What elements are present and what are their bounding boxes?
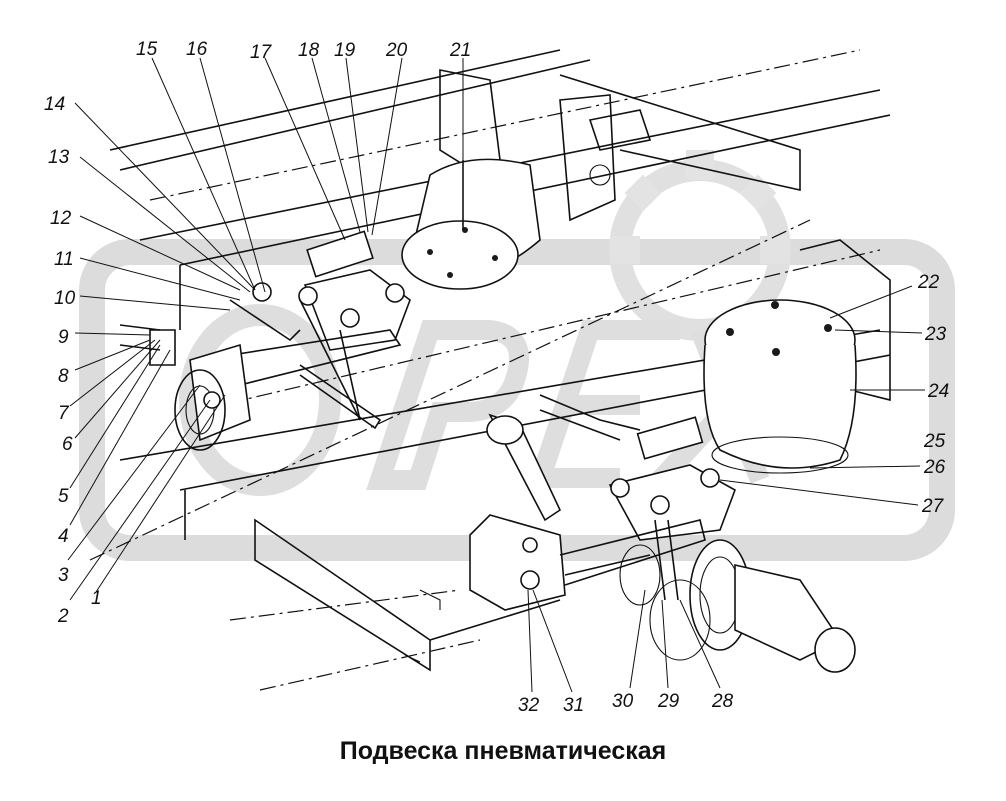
callout-7: 7 [58,403,70,424]
air-spring-rear [401,158,541,290]
callout-21: 21 [449,40,471,61]
axle-clamp-front [608,416,736,601]
callout-13: 13 [48,147,70,168]
callout-16: 16 [186,39,208,60]
callout-25: 25 [923,431,946,452]
callout-17: 17 [250,42,273,63]
callout-23: 23 [924,324,947,345]
axle-clamp-rear [298,230,411,421]
callout-14: 14 [44,94,65,115]
diagram-caption: Подвеска пневматическая [339,737,667,765]
callout-3: 3 [58,565,69,586]
callout-29: 29 [657,691,680,712]
trailing-arm-front [469,514,706,611]
callout-27: 27 [921,496,945,517]
callout-19: 19 [334,40,356,61]
leader-lines [67,57,925,693]
callout-8: 8 [58,366,69,387]
air-spring-front [703,239,891,474]
callout-2: 2 [57,606,69,627]
callout-32: 32 [518,695,540,716]
callout-5: 5 [58,486,69,507]
callout-labels: 1 2 3 4 5 6 7 8 9 10 11 12 13 14 15 16 1… [44,39,949,716]
callout-26: 26 [923,457,946,478]
callout-20: 20 [385,40,408,61]
trailing-arm-rear [119,282,402,451]
callout-11: 11 [54,249,74,270]
axle-hub [619,539,856,673]
callout-15: 15 [136,39,158,60]
callout-6: 6 [62,434,73,455]
callout-24: 24 [927,381,949,402]
shock-absorber [486,394,641,522]
callout-9: 9 [58,327,69,348]
callout-12: 12 [50,208,72,229]
callout-31: 31 [563,695,584,716]
callout-1: 1 [91,588,102,609]
callout-18: 18 [298,40,320,61]
callout-30: 30 [612,691,634,712]
callout-4: 4 [58,526,69,547]
callout-10: 10 [54,288,76,309]
callout-28: 28 [711,691,734,712]
callout-22: 22 [917,272,940,293]
